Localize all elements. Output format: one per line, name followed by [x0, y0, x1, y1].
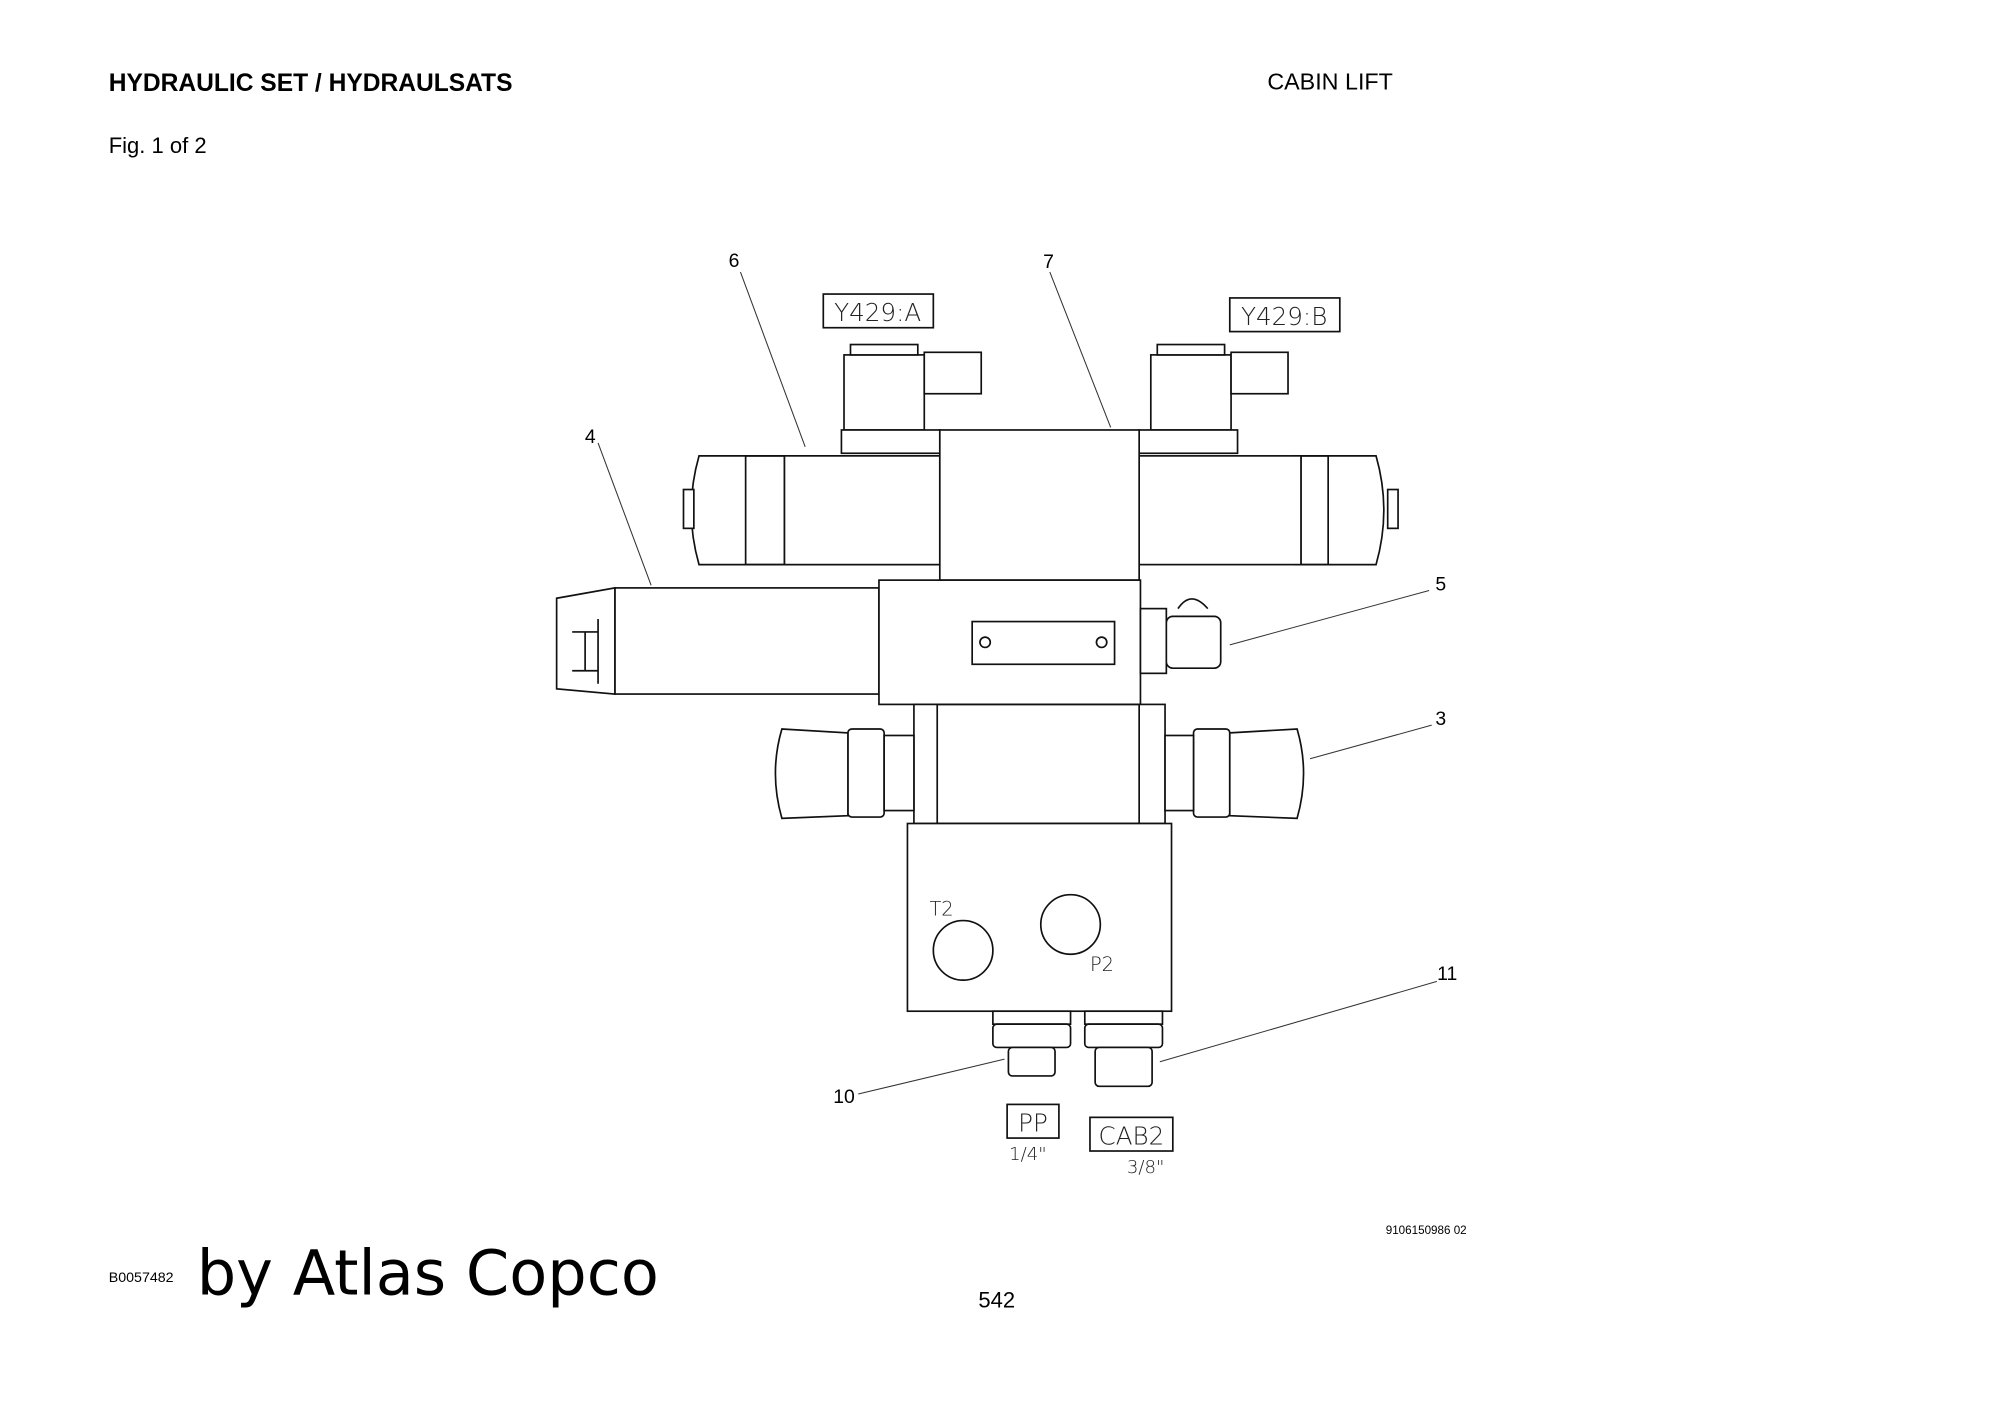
- document-code: B0057482: [109, 1270, 174, 1286]
- port-pp-size: 1/4": [1009, 1144, 1046, 1165]
- callout-11: 11: [1437, 963, 1457, 985]
- callout-3: 3: [1435, 708, 1446, 730]
- callout-7: 7: [1043, 251, 1054, 273]
- callout-4: 4: [585, 426, 596, 448]
- figure-label: Fig. 1 of 2: [109, 133, 207, 158]
- port-t2-label: T2: [929, 897, 953, 920]
- section-title: CABIN LIFT: [1267, 69, 1393, 95]
- solenoid-a-label: Y429:A: [834, 298, 921, 327]
- brand-watermark: by Atlas Copco: [197, 1237, 659, 1310]
- callout-6: 6: [729, 250, 740, 272]
- callout-5: 5: [1435, 573, 1446, 595]
- port-cab2-size: 3/8": [1127, 1157, 1164, 1178]
- page-number: 542: [978, 1288, 1015, 1313]
- page-title: HYDRAULIC SET / HYDRAULSATS: [109, 70, 513, 97]
- solenoid-b-label: Y429:B: [1241, 302, 1327, 331]
- port-p2-label: P2: [1090, 953, 1114, 976]
- drawing-number: 9106150986 02: [1386, 1224, 1467, 1237]
- port-pp-label: PP: [1018, 1109, 1048, 1138]
- callout-10: 10: [833, 1086, 855, 1108]
- port-cab2-label: CAB2: [1099, 1122, 1165, 1151]
- hydraulic-set-diagram: T2 P2 Y429:A Y429:B PP 1/4" CAB2 3/8" 6 …: [555, 250, 1457, 1178]
